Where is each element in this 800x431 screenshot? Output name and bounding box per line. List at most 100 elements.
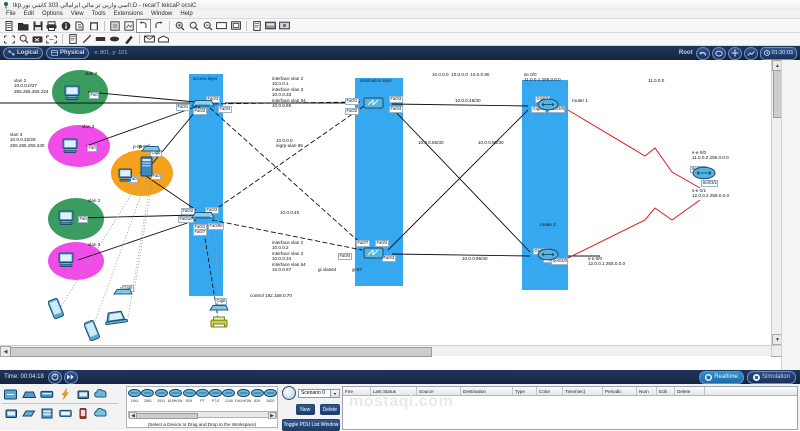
inspect-tool-icon[interactable] — [17, 33, 30, 45]
server-vlan64[interactable] — [139, 156, 155, 180]
delete-scenario-button[interactable]: Delete — [319, 404, 340, 415]
physical-view-tab[interactable]: Physical — [46, 47, 90, 59]
device-model-item[interactable]: 819HGW — [168, 388, 183, 410]
undo-icon[interactable] — [136, 18, 151, 33]
open-file-icon[interactable] — [17, 20, 30, 32]
device-model-item[interactable]: 1941HGW — [235, 388, 251, 410]
vlan-3-zone[interactable] — [48, 125, 110, 167]
device-scroll-thumb[interactable] — [136, 412, 198, 419]
zoom-out-icon[interactable] — [201, 20, 214, 32]
pc-vlan2[interactable] — [64, 85, 84, 103]
pdu-col-time[interactable]: Time(sec) — [563, 387, 603, 395]
pdu-col-source[interactable]: Source — [417, 387, 461, 395]
switch-dist-1[interactable] — [363, 96, 385, 112]
toggle-pdu-list-button[interactable]: Toggle PDU List Window — [282, 419, 340, 431]
fast-forward-icon[interactable] — [63, 370, 78, 384]
pc-vlan3b[interactable] — [58, 252, 78, 270]
zoom-reset-icon[interactable] — [187, 20, 200, 32]
pdu-col-num[interactable]: Num — [637, 387, 657, 395]
simulation-tab[interactable]: Simulation — [746, 370, 796, 384]
router-core-2[interactable] — [537, 248, 559, 263]
wan-emulation-icon[interactable] — [92, 387, 110, 402]
viewport-icon[interactable] — [711, 46, 726, 60]
router-edge[interactable] — [692, 166, 716, 182]
copy-icon[interactable] — [73, 20, 86, 32]
switch-dist-2[interactable] — [363, 246, 385, 262]
device-model-item[interactable]: 1240 — [222, 388, 236, 410]
workspace[interactable]: vlan 2 10.0.0.0/27 255.255.255.224 vlan … — [0, 60, 800, 370]
laptop-1[interactable] — [104, 310, 128, 328]
hub-category-icon[interactable] — [38, 387, 56, 402]
pc-vlan3[interactable] — [62, 138, 82, 156]
print-icon[interactable] — [45, 20, 58, 32]
menu-help[interactable]: Help — [180, 10, 193, 17]
device-model-item[interactable]: 2620 — [263, 388, 277, 410]
smartphone-2[interactable] — [83, 319, 100, 344]
multiuser-icon[interactable] — [20, 406, 38, 421]
zoom-icon[interactable] — [743, 46, 758, 60]
device-model-item[interactable]: PT — [195, 388, 209, 410]
wireless-ap-1[interactable] — [140, 143, 162, 156]
pdu-col-delete[interactable]: Delete — [675, 387, 705, 395]
pdu-col-edit[interactable]: Edit — [657, 387, 675, 395]
device-model-item[interactable]: PT-E — [209, 388, 223, 410]
main-toolbar[interactable] — [0, 18, 800, 33]
connections-category-icon[interactable] — [56, 387, 74, 402]
chevron-down-icon[interactable]: ▾ — [330, 389, 339, 397]
device-category-palette[interactable] — [2, 386, 122, 428]
view-icon[interactable] — [278, 20, 291, 32]
draw-ellipse-icon[interactable] — [108, 33, 121, 45]
menu-bar[interactable]: File Edit Options View Tools Extensions … — [0, 10, 800, 19]
custom-made-icon[interactable] — [2, 406, 20, 421]
router-category-icon[interactable] — [2, 387, 20, 402]
menu-file[interactable]: File — [6, 10, 16, 17]
power-cycle-icon[interactable] — [47, 370, 62, 384]
new-file-icon[interactable] — [3, 20, 16, 32]
scenario-select[interactable]: Scenario 0 ▾ — [298, 388, 340, 398]
pdu-col-fire[interactable]: Fire — [343, 387, 371, 395]
zoom-fit-icon[interactable] — [108, 20, 121, 32]
delete-tool-icon[interactable] — [31, 33, 44, 45]
secondary-toolbar[interactable] — [0, 33, 800, 46]
device-model-item[interactable]: 1941 — [128, 388, 142, 410]
mobile-device-icon[interactable] — [74, 406, 92, 421]
workspace-vertical-scrollbar[interactable]: ▲ ▼ — [771, 60, 783, 356]
paste-icon[interactable] — [87, 20, 100, 32]
draw-freeform-icon[interactable] — [122, 33, 135, 45]
device-model-item[interactable]: 829 — [182, 388, 196, 410]
wireless-ap-3[interactable] — [208, 302, 230, 315]
device-scroll-right[interactable]: ▶ — [268, 412, 276, 419]
add-complex-pdu-icon[interactable] — [157, 33, 170, 45]
save-file-icon[interactable] — [31, 20, 44, 32]
menu-options[interactable]: Options — [42, 10, 63, 17]
palette-icon[interactable] — [215, 20, 228, 32]
smartphone-1[interactable] — [47, 297, 64, 322]
pc-vlan2b[interactable] — [58, 210, 78, 228]
scenario-globe-icon[interactable] — [282, 386, 296, 400]
pc-vlan64[interactable] — [118, 168, 136, 185]
rack-icon[interactable] — [38, 406, 56, 421]
pdu-col-color[interactable]: Color — [537, 387, 563, 395]
menu-edit[interactable]: Edit — [23, 10, 35, 17]
cloud-icon[interactable] — [92, 406, 110, 421]
notes-icon[interactable] — [250, 20, 263, 32]
pdu-list-panel[interactable]: Fire Last Status Source Destination Type… — [342, 386, 798, 430]
custom-devices-icon[interactable] — [122, 20, 135, 32]
device-model-scrollbar[interactable]: ◀ ▶ — [128, 411, 277, 419]
activity-wizard-icon[interactable] — [59, 20, 72, 32]
draw-rectangle-icon[interactable] — [94, 33, 107, 45]
menu-tools[interactable]: Tools — [91, 10, 106, 17]
add-simple-pdu-icon[interactable] — [143, 33, 156, 45]
new-scenario-button[interactable]: New — [296, 404, 315, 415]
menu-view[interactable]: View — [70, 10, 84, 17]
switch-category-icon[interactable] — [20, 387, 38, 402]
device-model-panel[interactable]: 1941 2901 2911 819HGW 829 PT PT-E 1240 1… — [126, 386, 278, 428]
menu-window[interactable]: Window — [150, 10, 173, 17]
wireless-ap-2[interactable] — [112, 286, 134, 299]
router-core-1[interactable] — [537, 98, 559, 113]
end-devices-category-icon[interactable] — [74, 387, 92, 402]
pdu-col-periodic[interactable]: Periodic — [603, 387, 637, 395]
redo-icon[interactable] — [152, 20, 165, 32]
switch-access-1[interactable] — [191, 98, 215, 111]
vlan-2b-zone[interactable] — [48, 198, 104, 240]
